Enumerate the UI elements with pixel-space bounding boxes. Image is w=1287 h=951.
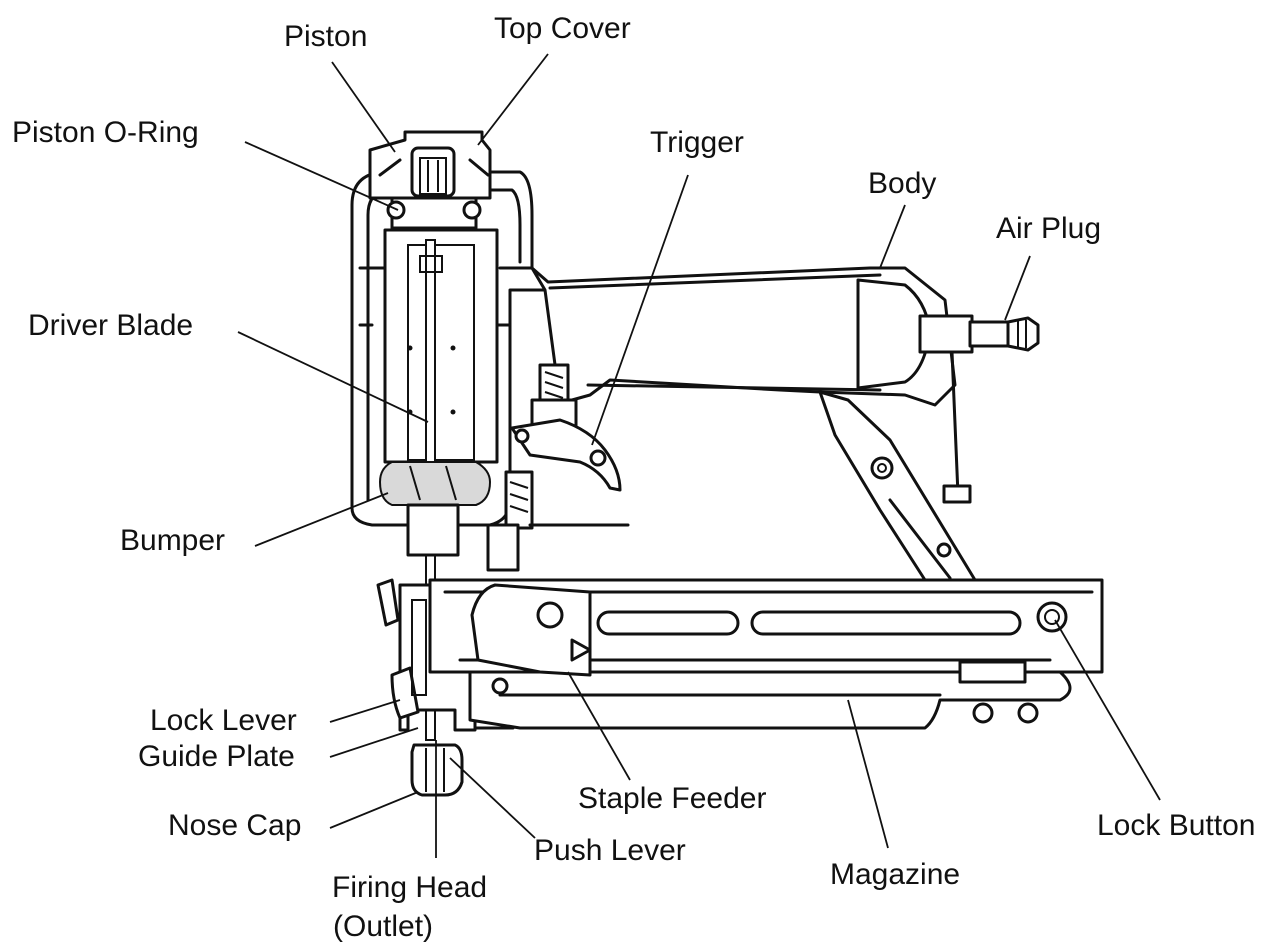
leader-staple-feeder xyxy=(567,671,631,781)
lock-button xyxy=(1036,601,1068,633)
leader-driver-blade xyxy=(237,331,429,423)
label-trigger: Trigger xyxy=(650,126,744,159)
label-driver-blade: Driver Blade xyxy=(28,309,193,342)
label-guide-plate: Guide Plate xyxy=(138,740,295,773)
body xyxy=(530,266,957,407)
leader-lines xyxy=(237,53,1161,858)
leader-lock-button xyxy=(1054,619,1161,801)
label-air-plug: Air Plug xyxy=(996,212,1101,245)
leader-air-plug xyxy=(1004,255,1031,321)
label-bumper: Bumper xyxy=(120,524,225,557)
label-lock-button: Lock Button xyxy=(1097,809,1255,842)
label-magazine: Magazine xyxy=(830,858,960,891)
label-piston-o-ring: Piston O-Ring xyxy=(12,116,199,149)
label-push-lever: Push Lever xyxy=(534,834,686,867)
trigger xyxy=(510,418,622,492)
leader-body xyxy=(879,204,906,269)
leader-piston-o-ring xyxy=(244,141,399,211)
staple-feeder xyxy=(470,583,592,677)
leader-nose-cap xyxy=(329,791,419,829)
leader-guide-plate xyxy=(329,727,419,758)
leader-piston xyxy=(331,61,396,153)
leader-top-cover xyxy=(477,53,549,146)
leader-magazine xyxy=(847,699,889,849)
leader-push-lever xyxy=(449,757,536,839)
label-top-cover: Top Cover xyxy=(494,12,631,45)
label-firing-head-outlet: (Outlet) xyxy=(333,910,433,943)
nose-cap xyxy=(410,743,464,797)
air-plug xyxy=(918,314,1040,504)
leader-trigger xyxy=(591,174,689,446)
label-piston: Piston xyxy=(284,20,367,53)
leader-lock-lever xyxy=(329,699,401,723)
label-body: Body xyxy=(868,167,936,200)
label-firing-head: Firing Head xyxy=(332,871,487,904)
label-nose-cap: Nose Cap xyxy=(168,809,301,842)
label-lock-lever: Lock Lever xyxy=(150,704,297,737)
leader-bumper xyxy=(254,492,389,547)
labels: Piston Top Cover Piston O-Ring Trigger B… xyxy=(12,12,1255,943)
bumper xyxy=(378,461,492,506)
label-staple-feeder: Staple Feeder xyxy=(578,782,766,815)
